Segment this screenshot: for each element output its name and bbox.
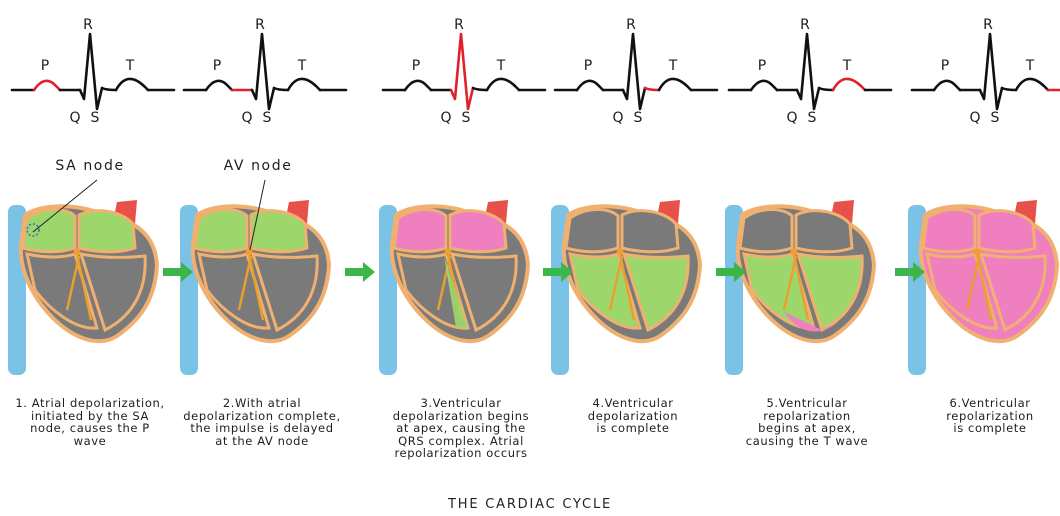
right-atrium (23, 210, 75, 252)
ecg-label-s: S (91, 110, 100, 126)
ecg-label-t: T (496, 58, 506, 74)
ecg-segment-p (206, 81, 232, 90)
stage-caption-2: 2.With atrial depolarization complete, t… (162, 397, 362, 447)
ecg-segment-qrs (80, 34, 102, 109)
av-node-marker (445, 249, 452, 256)
ecg-label-r: R (255, 17, 265, 33)
ecg-label-s: S (634, 110, 643, 126)
ecg-segment-qrs (252, 34, 274, 109)
left-atrium (979, 211, 1035, 252)
ecg-segment-st (473, 88, 487, 90)
ecg-segment-p (577, 81, 603, 90)
left-atrium (79, 211, 135, 252)
av-node-label: AV node (224, 158, 293, 174)
left-atrium (450, 211, 506, 252)
ecg-label-p: P (41, 58, 49, 74)
ecg-label-t: T (1025, 58, 1035, 74)
av-node-marker (74, 249, 81, 256)
ecg-segment-st (102, 88, 116, 90)
ecg-label-p: P (941, 58, 949, 74)
sa-node-label: SA node (55, 158, 124, 174)
ecg-segment-t (659, 79, 691, 90)
stage-caption-4: 4.Ventricular depolarization is complete (533, 397, 733, 435)
ecg-label-r: R (983, 17, 993, 33)
ecg-label-r: R (800, 17, 810, 33)
ecg-label-t: T (668, 58, 678, 74)
ecg-segment-t (288, 79, 320, 90)
ecg-label-p: P (758, 58, 766, 74)
ecg-segment-qrs (980, 34, 1002, 109)
ecg-segment-p (934, 81, 960, 90)
stage-caption-5: 5.Ventricular repolarization begins at a… (707, 397, 907, 447)
ecg-segment-st (274, 88, 288, 90)
ecg-segment-t (487, 79, 519, 90)
av-node-marker (617, 249, 624, 256)
ecg-label-s: S (991, 110, 1000, 126)
ecg-segment-p (751, 81, 777, 90)
ecg-label-q: Q (69, 110, 80, 126)
ecg-label-r: R (454, 17, 464, 33)
left-atrium (796, 211, 852, 252)
ecg-label-q: Q (612, 110, 623, 126)
ecg-segment-qrs (797, 34, 819, 109)
ecg-label-q: Q (241, 110, 252, 126)
right-atrium (195, 210, 247, 252)
ecg-label-t: T (125, 58, 135, 74)
stage-arrow (345, 262, 375, 282)
ecg-label-q: Q (969, 110, 980, 126)
ecg-segment-t (1016, 79, 1048, 90)
av-node-marker (246, 249, 253, 256)
ecg-segment-st (1002, 88, 1016, 90)
ecg-segment-qrs (451, 34, 473, 109)
ecg-label-p: P (412, 58, 420, 74)
ecg-segment-p (34, 81, 60, 90)
av-node-marker (791, 249, 798, 256)
ecg-label-p: P (584, 58, 592, 74)
ecg-label-r: R (83, 17, 93, 33)
left-atrium (251, 211, 307, 252)
ecg-segment-st (819, 88, 833, 90)
ecg-segment-p (405, 81, 431, 90)
ecg-segment-t (116, 79, 148, 90)
ecg-label-r: R (626, 17, 636, 33)
ecg-label-t: T (842, 58, 852, 74)
right-atrium (923, 210, 975, 252)
left-atrium (622, 211, 678, 252)
diagram-title: THE CARDIAC CYCLE (0, 497, 1060, 512)
ecg-segment-t (833, 79, 865, 90)
stage-caption-3: 3.Ventricular depolarization begins at a… (361, 397, 561, 460)
right-atrium (740, 210, 792, 252)
ecg-label-s: S (263, 110, 272, 126)
ecg-label-p: P (213, 58, 221, 74)
right-atrium (394, 210, 446, 252)
ecg-segment-st (645, 88, 659, 90)
ecg-label-q: Q (440, 110, 451, 126)
ecg-label-s: S (808, 110, 817, 126)
av-node-marker (974, 249, 981, 256)
stage-caption-6: 6.Ventricular repolarization is complete (890, 397, 1060, 435)
ecg-label-q: Q (786, 110, 797, 126)
ecg-segment-qrs (623, 34, 645, 109)
right-atrium (566, 210, 618, 252)
ecg-label-s: S (462, 110, 471, 126)
ecg-label-t: T (297, 58, 307, 74)
